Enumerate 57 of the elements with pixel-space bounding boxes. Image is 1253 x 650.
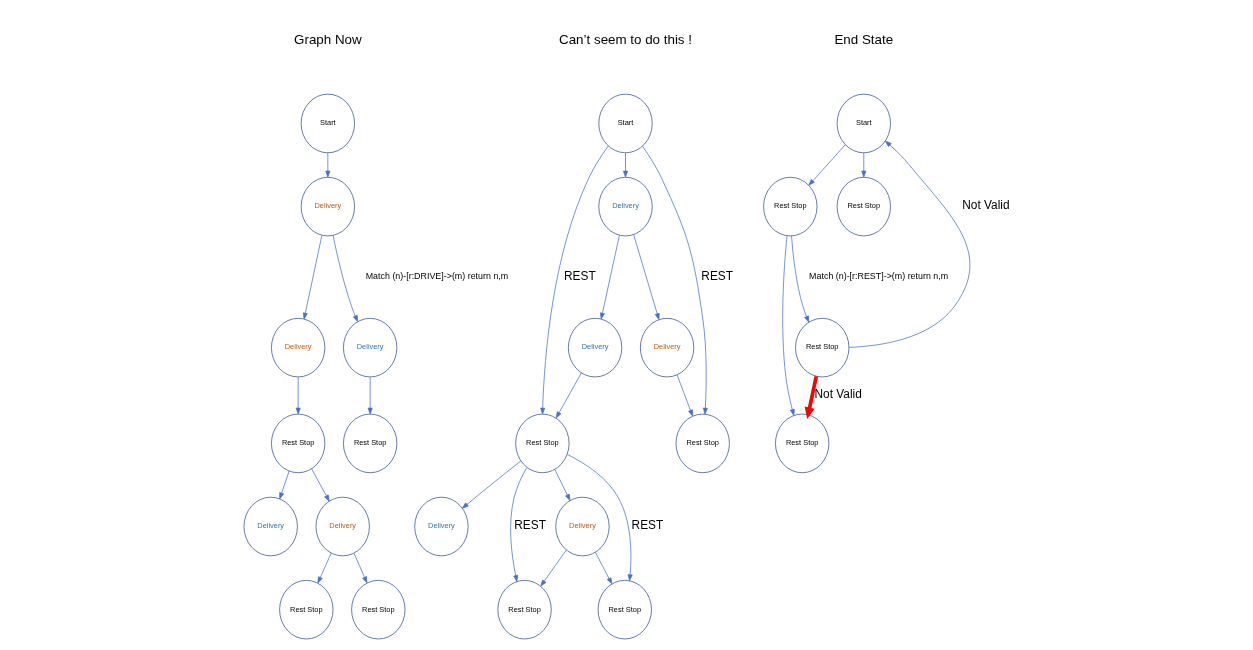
node-circle: Delivery — [567, 317, 622, 378]
node-circle: Start — [597, 93, 653, 154]
arrow — [553, 469, 570, 501]
arrow — [807, 144, 846, 186]
arrow — [461, 460, 521, 509]
node-circle: Rest Stop — [597, 580, 652, 640]
node-circle: Start — [300, 93, 355, 154]
arrow — [860, 152, 866, 178]
arrow — [790, 235, 809, 323]
label: Match (n)-[r:REST]->(m) return n,m — [808, 271, 948, 282]
node-circle: Rest Stop — [342, 413, 397, 474]
arrow — [332, 235, 358, 322]
arrow — [324, 152, 330, 178]
node-circle: Delivery — [554, 496, 610, 557]
arrow — [804, 376, 818, 420]
node-circle: Rest Stop — [270, 413, 325, 474]
arrow — [367, 376, 373, 415]
label: End State — [833, 31, 893, 47]
arrow — [302, 234, 322, 320]
arrow — [317, 552, 332, 584]
node-circle: Delivery — [597, 176, 653, 237]
node-circle: Rest Stop — [278, 580, 333, 640]
edge-label: REST — [700, 268, 733, 283]
node-circle: Rest Stop — [350, 580, 405, 640]
arrow — [278, 470, 289, 500]
node-circle: Delivery — [300, 176, 355, 237]
label: Graph Now — [293, 31, 362, 47]
edge-label: REST — [513, 518, 546, 533]
arrow — [781, 235, 795, 416]
arrow — [310, 468, 330, 502]
edge-label: Not Valid — [961, 198, 1010, 213]
edge-label: Not Valid — [814, 387, 862, 402]
arrow — [848, 140, 970, 348]
edge-label: REST — [563, 268, 596, 283]
arrow — [594, 551, 612, 585]
node-circle: Rest Stop — [836, 176, 891, 237]
node-circle: Rest Stop — [675, 413, 730, 474]
arrow — [632, 234, 660, 320]
arrow — [555, 372, 582, 419]
arrow — [641, 145, 708, 415]
arrow — [599, 234, 620, 320]
node-circle: Delivery — [243, 496, 298, 557]
arrow — [676, 374, 693, 417]
label: Can’t seem to do this ! — [558, 31, 692, 47]
arrow — [509, 467, 527, 582]
label: Match (n)-[r:DRIVE]->(m) return n,m — [365, 271, 508, 282]
edge-label: REST — [631, 518, 663, 533]
arrow — [539, 549, 567, 587]
arrow — [566, 454, 633, 582]
node-circle: Rest Stop — [774, 413, 829, 474]
node-circle: Delivery — [270, 317, 325, 378]
arrow — [622, 152, 628, 178]
node-circle: Delivery — [342, 317, 397, 378]
node-circle: Delivery — [639, 317, 694, 378]
arrow — [353, 552, 367, 584]
arrow — [539, 145, 609, 415]
arrow — [295, 376, 301, 415]
